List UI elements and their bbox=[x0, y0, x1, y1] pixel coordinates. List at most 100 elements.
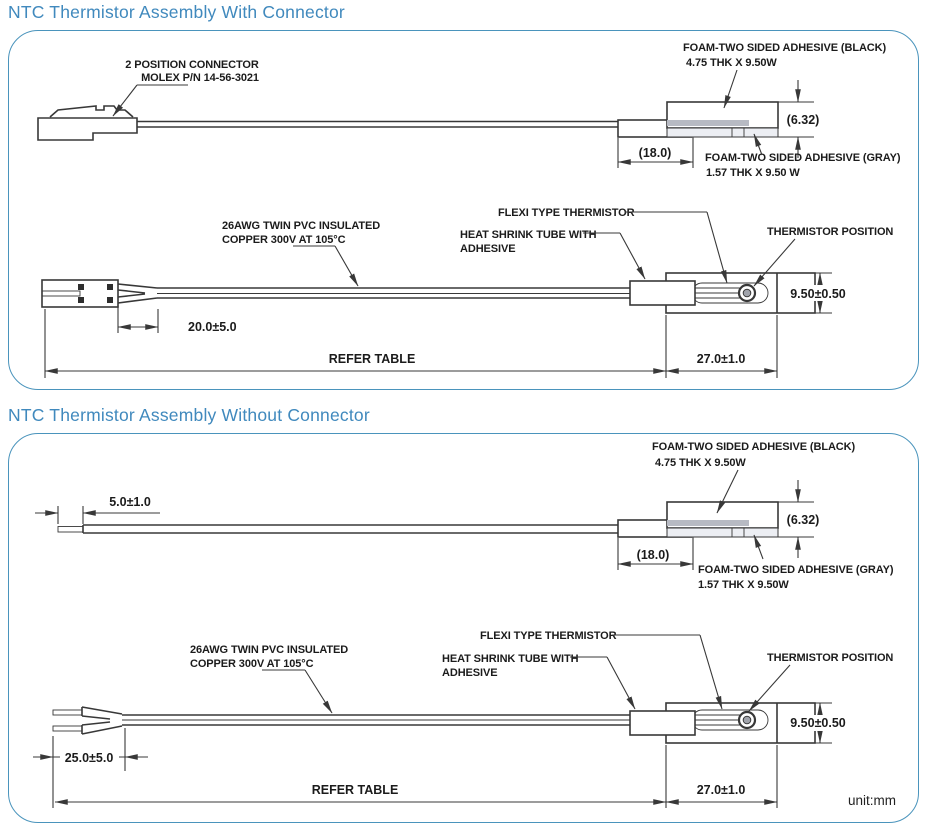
shrink-label-line1: HEAT SHRINK TUBE WITH bbox=[460, 229, 597, 241]
thermistor-position-leader bbox=[748, 664, 791, 712]
foam-black-leader bbox=[716, 469, 739, 514]
foam-gray-callout: FOAM-TWO SIDED ADHESIVE (GRAY) 1.57 THK … bbox=[698, 534, 894, 591]
dimension-20-0: 20.0±5.0 bbox=[117, 305, 237, 334]
wire-label-line2: COPPER 300V AT 105°C bbox=[222, 234, 346, 246]
connector-pin bbox=[107, 297, 113, 303]
dimension-27-0: 27.0±1.0 bbox=[665, 745, 778, 808]
dim-18-0-text: (18.0) bbox=[637, 548, 670, 562]
connector-latch bbox=[49, 105, 134, 118]
wire-label-line1: 26AWG TWIN PVC INSULATED bbox=[222, 220, 380, 232]
wire-split-line bbox=[81, 721, 111, 726]
connector-side-view: 2 POSITION CONNECTOR MOLEX P/N 14-56-302… bbox=[37, 59, 259, 141]
foam-gray-label-line2: 1.57 THK X 9.50 W bbox=[706, 167, 800, 179]
dim-text-bg bbox=[60, 749, 119, 765]
flexi-label: FLEXI TYPE THERMISTOR bbox=[480, 630, 617, 642]
wire-split-line bbox=[117, 297, 158, 304]
dim-20-0-text: 20.0±5.0 bbox=[188, 320, 237, 334]
foam-black-label-line1: FOAM-TWO SIDED ADHESIVE (BLACK) bbox=[683, 42, 886, 54]
dim-text-bg bbox=[789, 285, 847, 301]
connector-leader bbox=[112, 84, 138, 117]
dim-25-0-text: 25.0±5.0 bbox=[65, 751, 114, 765]
thermistor-position-label: THERMISTOR POSITION bbox=[767, 226, 893, 238]
dim-6-32-text: (6.32) bbox=[787, 113, 820, 127]
connector-body bbox=[37, 117, 138, 141]
foam-black-callout: FOAM-TWO SIDED ADHESIVE (BLACK) 4.75 THK… bbox=[652, 441, 856, 514]
wire-split-top-view bbox=[117, 283, 630, 304]
foam-gray-label-line1: FOAM-TWO SIDED ADHESIVE (GRAY) bbox=[698, 564, 894, 576]
connector-pin bbox=[107, 284, 113, 290]
foam-gray-callout: FOAM-TWO SIDED ADHESIVE (GRAY) 1.57 THK … bbox=[705, 133, 901, 179]
heat-shrink-callout: HEAT SHRINK TUBE WITH ADHESIVE bbox=[460, 229, 646, 280]
dimension-9-50: 9.50±0.50 bbox=[789, 272, 847, 314]
thermistor-pad-top-view bbox=[629, 702, 816, 744]
drawing-with-connector: 2 POSITION CONNECTOR MOLEX P/N 14-56-302… bbox=[37, 42, 901, 378]
drawing-without-connector: 5.0±1.0 (6.32) (18.0) FOAM-TWO SIDED ADH… bbox=[33, 441, 896, 808]
shrink-leader bbox=[619, 232, 646, 280]
refer-table-text: REFER TABLE bbox=[329, 352, 416, 366]
foam-gray-leader bbox=[753, 534, 764, 560]
dim-5-0-text: 5.0±1.0 bbox=[109, 495, 151, 509]
bare-conductor-top bbox=[52, 709, 83, 716]
connector-pin bbox=[78, 284, 84, 290]
heat-shrink-tube-top bbox=[629, 710, 696, 736]
dimension-5-0: 5.0±1.0 bbox=[35, 495, 160, 524]
dim-text-bg bbox=[789, 715, 847, 731]
wire-side-view bbox=[137, 120, 618, 128]
foam-gray-strip bbox=[666, 127, 779, 138]
dim-27-0-text: 27.0±1.0 bbox=[697, 352, 746, 366]
wire-split-line bbox=[117, 289, 146, 294]
dimension-6-32: (6.32) bbox=[778, 480, 819, 558]
heat-shrink-tube-top bbox=[629, 280, 696, 306]
foam-black-callout: FOAM-TWO SIDED ADHESIVE (BLACK) 4.75 THK… bbox=[683, 42, 887, 109]
foam-black-label-line1: FOAM-TWO SIDED ADHESIVE (BLACK) bbox=[652, 441, 855, 453]
connector-label-line2: MOLEX P/N 14-56-3021 bbox=[141, 72, 259, 84]
flexi-thermistor-callout: FLEXI TYPE THERMISTOR bbox=[498, 207, 728, 284]
dimension-25-0: 25.0±5.0 bbox=[33, 728, 148, 808]
foam-black-label-line2: 4.75 THK X 9.50W bbox=[686, 57, 777, 69]
dimension-6-32: (6.32) bbox=[778, 80, 819, 158]
wire-label-line1: 26AWG TWIN PVC INSULATED bbox=[190, 644, 348, 656]
dimension-refer-table: REFER TABLE bbox=[54, 783, 667, 805]
flexi-leader bbox=[699, 634, 723, 710]
dim-9-50-text: 9.50±0.50 bbox=[790, 716, 846, 730]
thermistor-position-label: THERMISTOR POSITION bbox=[767, 652, 893, 664]
connector-slot bbox=[41, 290, 81, 297]
thermistor-bead-center bbox=[742, 288, 752, 298]
thermistor-bead-center bbox=[742, 715, 752, 725]
wire-split-line bbox=[81, 706, 123, 715]
dimension-18-0: (18.0) bbox=[617, 538, 694, 570]
dim-9-50-text: 9.50±0.50 bbox=[790, 287, 846, 301]
wire-spec-callout: 26AWG TWIN PVC INSULATED COPPER 300V AT … bbox=[222, 220, 380, 287]
unit-label: unit:mm bbox=[848, 793, 896, 808]
shrink-leader bbox=[606, 656, 636, 710]
foam-black-label-line2: 4.75 THK X 9.50W bbox=[655, 457, 746, 469]
bare-conductor-bottom bbox=[52, 725, 83, 732]
wire-label-line2: COPPER 300V AT 105°C bbox=[190, 658, 314, 670]
flexi-thermistor-callout: FLEXI TYPE THERMISTOR bbox=[480, 630, 723, 710]
thermistor-position-callout: THERMISTOR POSITION bbox=[748, 652, 893, 712]
connector-pin bbox=[78, 297, 84, 303]
foam-assembly-side-view bbox=[617, 101, 779, 138]
title-with-connector: NTC Thermistor Assembly With Connector bbox=[8, 2, 345, 22]
bare-conductor bbox=[57, 526, 84, 533]
heat-shrink-callout: HEAT SHRINK TUBE WITH ADHESIVE bbox=[442, 653, 636, 710]
connector-top-view bbox=[41, 279, 119, 308]
shrink-label-line2: ADHESIVE bbox=[460, 243, 515, 255]
shrink-label-line1: HEAT SHRINK TUBE WITH bbox=[442, 653, 579, 665]
thermistor-position-callout: THERMISTOR POSITION bbox=[753, 226, 893, 287]
foam-gray-edge bbox=[667, 520, 749, 526]
connector-label-line1: 2 POSITION CONNECTOR bbox=[125, 59, 259, 71]
foam-gray-label-line1: FOAM-TWO SIDED ADHESIVE (GRAY) bbox=[705, 152, 901, 164]
wire-leader bbox=[304, 669, 333, 714]
wire-split-line bbox=[117, 293, 146, 298]
foam-gray-leader bbox=[753, 133, 763, 156]
stripped-twin-wires-top-view bbox=[52, 706, 630, 735]
flexi-label: FLEXI TYPE THERMISTOR bbox=[498, 207, 635, 219]
foam-gray-strip bbox=[666, 527, 779, 538]
dimension-9-50: 9.50±0.50 bbox=[789, 702, 847, 744]
wire-split-line bbox=[81, 725, 123, 735]
wire-split-line bbox=[117, 283, 158, 289]
panel-with-connector bbox=[8, 30, 919, 390]
foam-gray-label-line2: 1.57 THK X 9.50W bbox=[698, 579, 789, 591]
flexi-leader bbox=[706, 211, 728, 284]
